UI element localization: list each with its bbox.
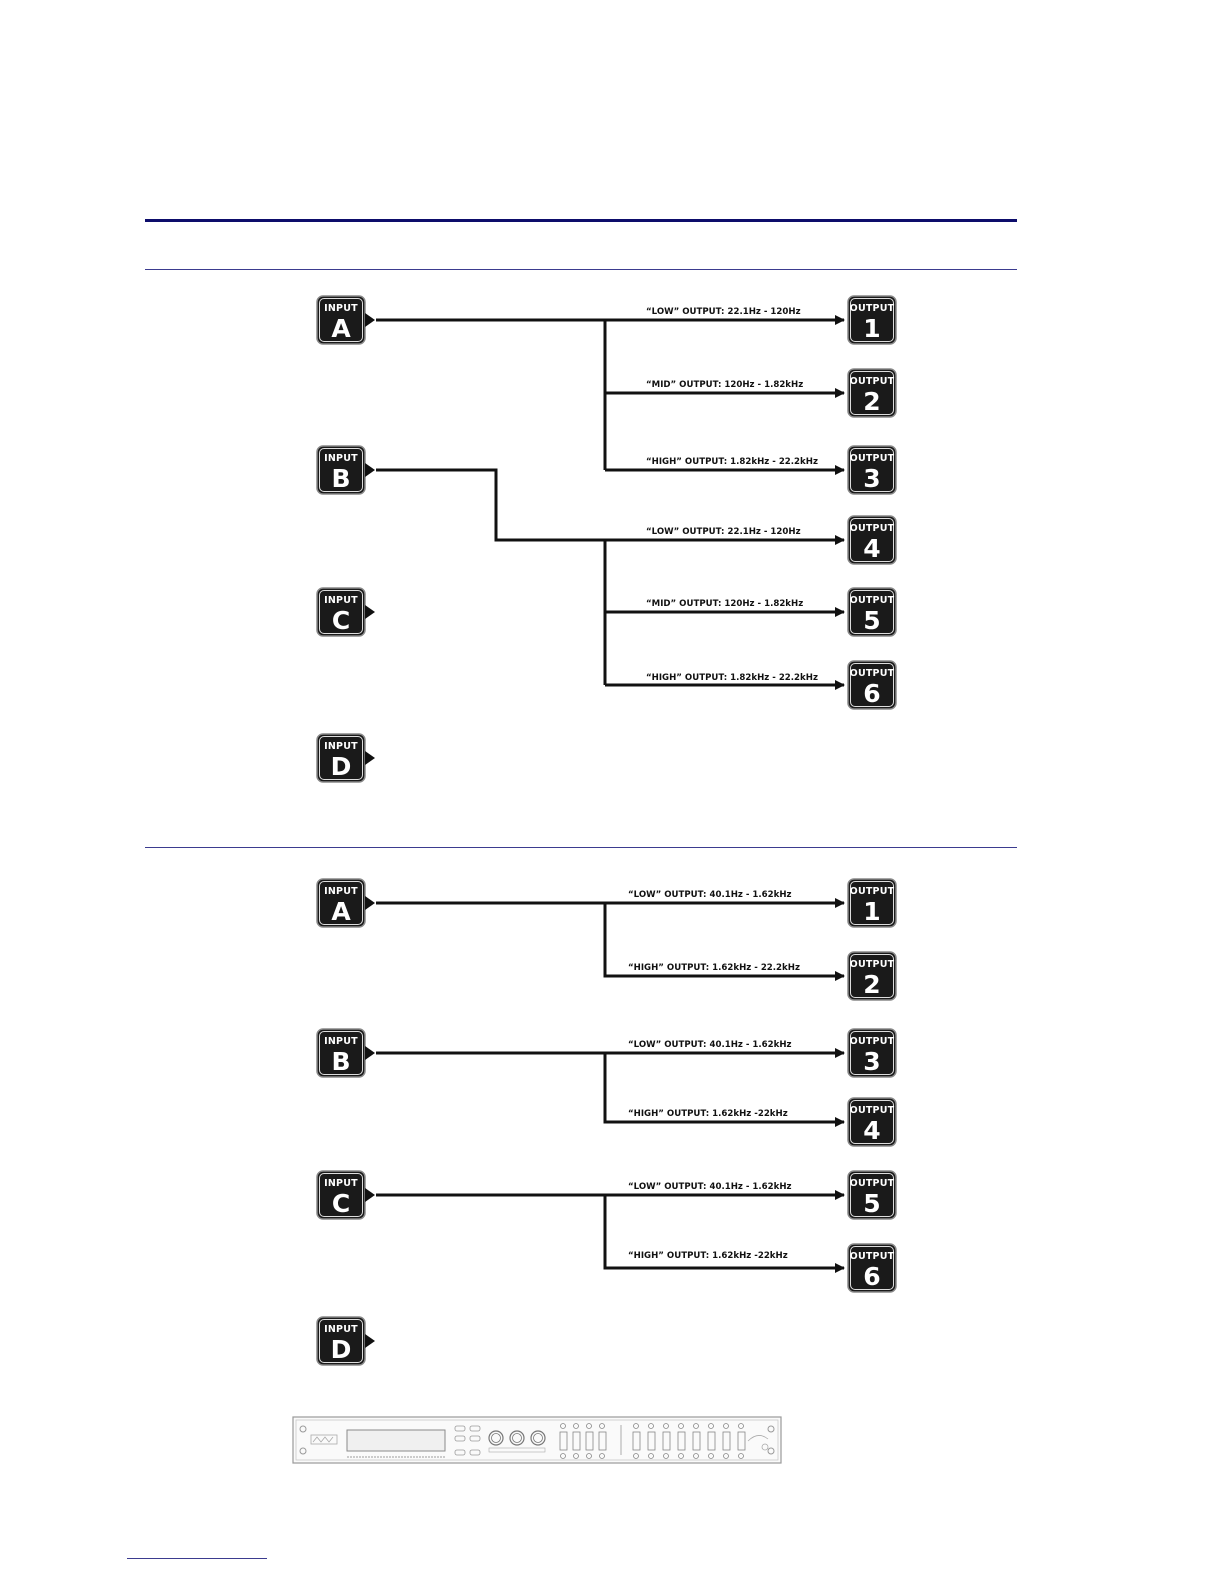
output-node-3: OUTPUT 3 <box>847 445 897 495</box>
input-caption: INPUT <box>324 886 358 897</box>
output-caption: OUTPUT <box>850 1105 895 1116</box>
wire-label-5: “MID” OUTPUT: 120Hz - 1.82kHz <box>646 599 803 609</box>
diagram-three-way: INPUT A INPUT B INPUT C INPUT D <box>316 295 897 783</box>
input-letter: D <box>331 752 352 781</box>
output-node-4: OUTPUT 4 <box>847 515 897 565</box>
wire-a-trunk <box>376 318 607 470</box>
output-number: 1 <box>863 897 880 926</box>
output-number: 2 <box>863 970 880 999</box>
output-caption: OUTPUT <box>850 453 895 464</box>
input-node-b: INPUT B <box>316 445 375 495</box>
input-letter: D <box>331 1335 352 1364</box>
output-number: 6 <box>863 1262 880 1291</box>
output-number: 2 <box>863 387 880 416</box>
output-number: 4 <box>863 1116 880 1145</box>
input-caption: INPUT <box>324 1324 358 1335</box>
wire-b-trunk <box>376 468 605 542</box>
wire-label-6: “HIGH” OUTPUT: 1.82kHz - 22.2kHz <box>646 673 818 683</box>
input-caption: INPUT <box>324 595 358 606</box>
output-number: 4 <box>863 534 880 563</box>
wire-label-4: “LOW” OUTPUT: 22.1Hz - 120Hz <box>646 527 801 537</box>
wire-out-2 <box>603 903 845 981</box>
output-node-5: OUTPUT 5 <box>847 587 897 637</box>
output-caption: OUTPUT <box>850 595 895 606</box>
input-node-b: INPUT B <box>316 1028 375 1078</box>
output-caption: OUTPUT <box>850 303 895 314</box>
output-caption: OUTPUT <box>850 668 895 679</box>
diagram-two-way: INPUT A INPUT B INPUT C INPUT D <box>316 878 897 1366</box>
wire-label-3: “HIGH” OUTPUT: 1.82kHz - 22.2kHz <box>646 457 818 467</box>
output-caption: OUTPUT <box>850 1036 895 1047</box>
input-meter-section <box>559 1423 607 1459</box>
output-node-1: OUTPUT 1 <box>847 878 897 928</box>
output-number: 6 <box>863 679 880 708</box>
wire-label-4: “HIGH” OUTPUT: 1.62kHz -22kHz <box>628 1109 788 1119</box>
output-node-2: OUTPUT 2 <box>847 951 897 1001</box>
section-divider-middle <box>145 847 1017 848</box>
input-caption: INPUT <box>324 1178 358 1189</box>
output-caption: OUTPUT <box>850 886 895 897</box>
wire-label-1: “LOW” OUTPUT: 22.1Hz - 120Hz <box>646 307 801 317</box>
wire-label-2: “HIGH” OUTPUT: 1.62kHz - 22.2kHz <box>628 963 800 973</box>
rack-unit-illustration <box>292 1416 782 1464</box>
menu-buttons <box>454 1425 481 1456</box>
output-caption: OUTPUT <box>850 1178 895 1189</box>
input-node-a: INPUT A <box>316 878 375 928</box>
wire-label-3: “LOW” OUTPUT: 40.1Hz - 1.62kHz <box>628 1040 792 1050</box>
output-caption: OUTPUT <box>850 376 895 387</box>
logo-mark <box>310 1434 338 1445</box>
wires-two-way <box>376 898 845 1273</box>
output-number: 3 <box>863 1047 880 1076</box>
output-node-4: OUTPUT 4 <box>847 1097 897 1147</box>
input-node-c: INPUT C <box>316 1170 375 1220</box>
input-caption: INPUT <box>324 741 358 752</box>
output-number: 1 <box>863 314 880 343</box>
output-node-6: OUTPUT 6 <box>847 660 897 710</box>
lcd-display <box>346 1429 446 1452</box>
input-node-d: INPUT D <box>316 733 375 783</box>
header-rule-thick <box>145 219 1017 222</box>
input-caption: INPUT <box>324 453 358 464</box>
input-node-c: INPUT C <box>316 587 375 637</box>
wire-label-2: “MID” OUTPUT: 120Hz - 1.82kHz <box>646 380 803 390</box>
output-caption: OUTPUT <box>850 1251 895 1262</box>
output-caption: OUTPUT <box>850 523 895 534</box>
wire-out-6 <box>603 1195 845 1273</box>
output-node-2: OUTPUT 2 <box>847 368 897 418</box>
output-meter-section <box>632 1423 746 1459</box>
footnote-rule <box>127 1558 267 1559</box>
brand-badge <box>747 1435 769 1451</box>
output-node-5: OUTPUT 5 <box>847 1170 897 1220</box>
wire-label-6: “HIGH” OUTPUT: 1.62kHz -22kHz <box>628 1251 788 1261</box>
rotary-knobs <box>488 1430 546 1446</box>
wires-three-way <box>376 315 845 690</box>
output-caption: OUTPUT <box>850 959 895 970</box>
input-letter: C <box>332 606 350 635</box>
wire-label-1: “LOW” OUTPUT: 40.1Hz - 1.62kHz <box>628 890 792 900</box>
input-caption: INPUT <box>324 303 358 314</box>
input-caption: INPUT <box>324 1036 358 1047</box>
input-node-d: INPUT D <box>316 1316 375 1366</box>
input-letter: A <box>331 897 351 926</box>
wire-out-4 <box>603 1053 845 1127</box>
input-letter: C <box>332 1189 350 1218</box>
input-node-a: INPUT A <box>316 295 375 345</box>
wire-label-5: “LOW” OUTPUT: 40.1Hz - 1.62kHz <box>628 1182 792 1192</box>
input-letter: B <box>331 1047 350 1076</box>
output-number: 5 <box>863 606 880 635</box>
output-node-6: OUTPUT 6 <box>847 1243 897 1293</box>
input-letter: B <box>331 464 350 493</box>
output-number: 5 <box>863 1189 880 1218</box>
output-node-3: OUTPUT 3 <box>847 1028 897 1078</box>
section-divider-top <box>145 269 1017 270</box>
output-node-1: OUTPUT 1 <box>847 295 897 345</box>
input-letter: A <box>331 314 351 343</box>
output-number: 3 <box>863 464 880 493</box>
